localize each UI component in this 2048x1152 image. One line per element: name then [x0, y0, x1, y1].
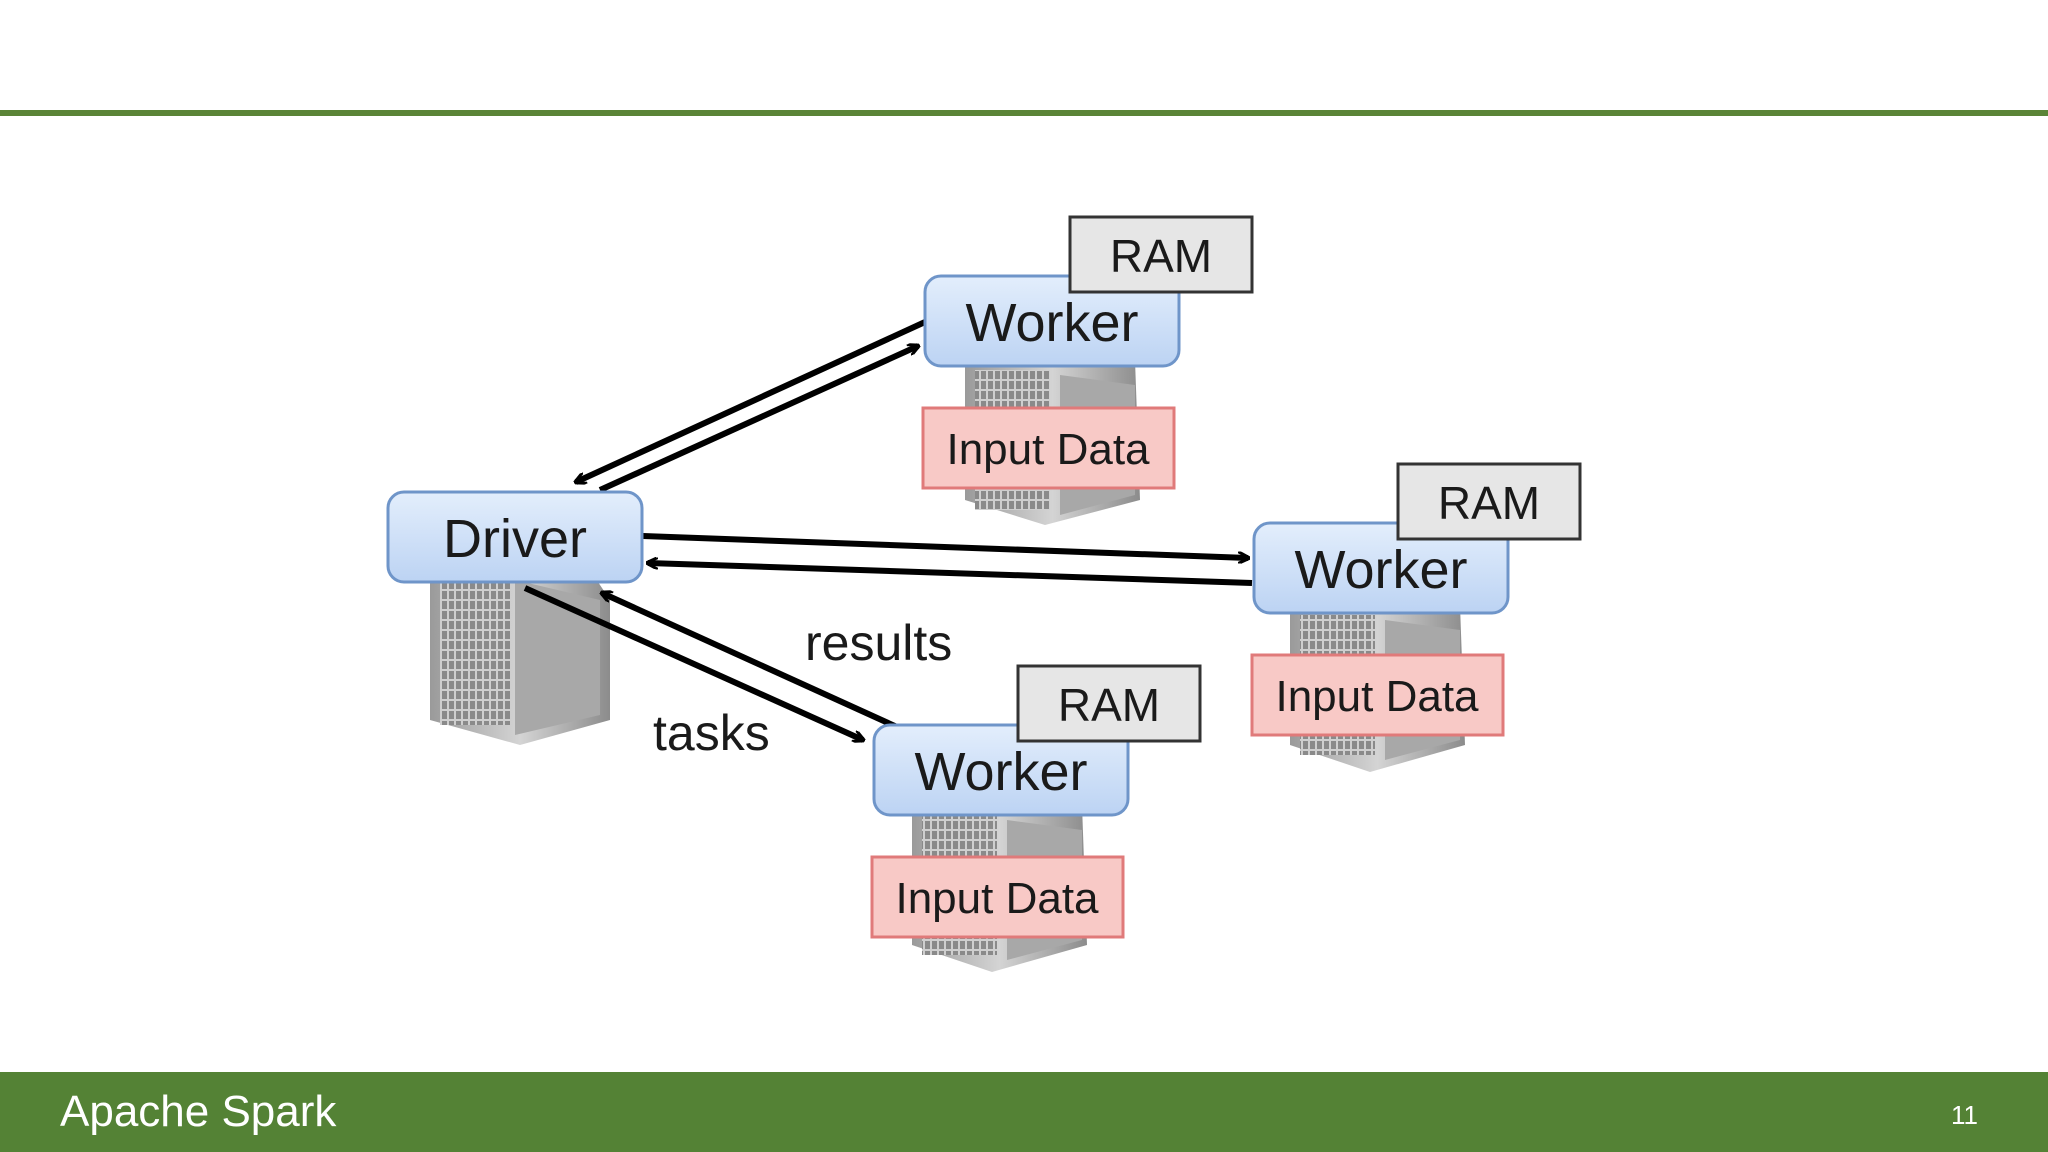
results-label: results: [805, 615, 952, 671]
input-data-box-2: Input Data: [1250, 653, 1505, 737]
ram-box-2: RAM: [1396, 462, 1582, 541]
driver-node: Driver: [386, 490, 644, 584]
ram-label-2: RAM: [1438, 477, 1540, 529]
ram-label-1: RAM: [1110, 230, 1212, 282]
worker-node-2: Worker: [1252, 521, 1510, 615]
worker-node-1: Worker: [923, 274, 1181, 368]
worker-label-1: Worker: [965, 293, 1138, 353]
arrow-worker3-to-driver: [602, 593, 899, 730]
page-number: 11: [1951, 1100, 1978, 1130]
worker-label-3: Worker: [914, 742, 1087, 802]
ram-box-3: RAM: [1016, 664, 1202, 743]
driver-server-icon: [430, 570, 610, 745]
ram-label-3: RAM: [1058, 679, 1160, 731]
input-data-label-2: Input Data: [1275, 672, 1479, 721]
arrow-worker1-to-driver: [576, 319, 927, 482]
arrow-driver-to-worker2: [642, 533, 1248, 558]
input-data-box-3: Input Data: [870, 855, 1125, 939]
driver-label: Driver: [443, 509, 587, 569]
footer-bar: Apache Spark 11: [0, 1072, 2048, 1152]
input-data-label-1: Input Data: [946, 425, 1150, 474]
top-divider: [0, 110, 2048, 116]
arrow-worker2-to-driver: [648, 563, 1253, 586]
ram-box-1: RAM: [1068, 215, 1254, 294]
input-data-box-1: Input Data: [921, 406, 1176, 490]
worker-node-3: Worker: [872, 723, 1130, 817]
connection-arrows: [523, 319, 1253, 740]
input-data-label-3: Input Data: [895, 874, 1099, 923]
footer-title: Apache Spark: [60, 1087, 337, 1136]
arrow-driver-to-worker1: [598, 346, 918, 493]
arrow-driver-to-worker3: [523, 585, 863, 740]
tasks-label: tasks: [653, 705, 770, 761]
worker-label-2: Worker: [1294, 540, 1467, 600]
